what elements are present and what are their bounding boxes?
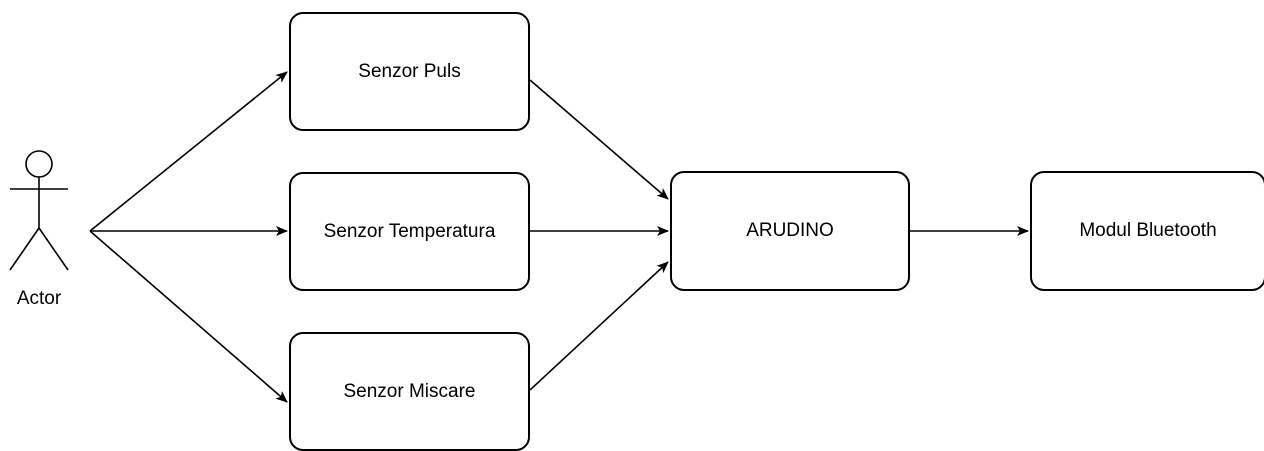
- node-arudino-label: ARUDINO: [746, 220, 834, 241]
- node-senzor-puls[interactable]: Senzor Puls: [289, 12, 530, 131]
- edge-senzor-miscare-arudino: [529, 261, 669, 391]
- actor-icon: [9, 150, 69, 271]
- node-modul-bluetooth[interactable]: Modul Bluetooth: [1030, 171, 1264, 291]
- edge-actor-senzor-miscare: [89, 230, 288, 403]
- node-arudino[interactable]: ARUDINO: [670, 171, 910, 291]
- actor-left-leg: [9, 227, 40, 271]
- actor-right-leg: [38, 227, 69, 271]
- actor-head: [25, 150, 53, 178]
- actor-label: Actor: [16, 288, 62, 309]
- node-senzor-miscare-label: Senzor Miscare: [343, 380, 476, 402]
- edge-actor-senzor-puls: [89, 71, 288, 232]
- node-senzor-temperatura[interactable]: Senzor Temperatura: [289, 172, 530, 291]
- node-senzor-temperatura-label: Senzor Temperatura: [323, 220, 496, 242]
- edge-senzor-puls-arudino: [529, 79, 669, 200]
- node-senzor-miscare[interactable]: Senzor Miscare: [289, 332, 530, 451]
- node-senzor-puls-label: Senzor Puls: [358, 60, 461, 82]
- node-modul-bluetooth-label: Modul Bluetooth: [1079, 220, 1217, 241]
